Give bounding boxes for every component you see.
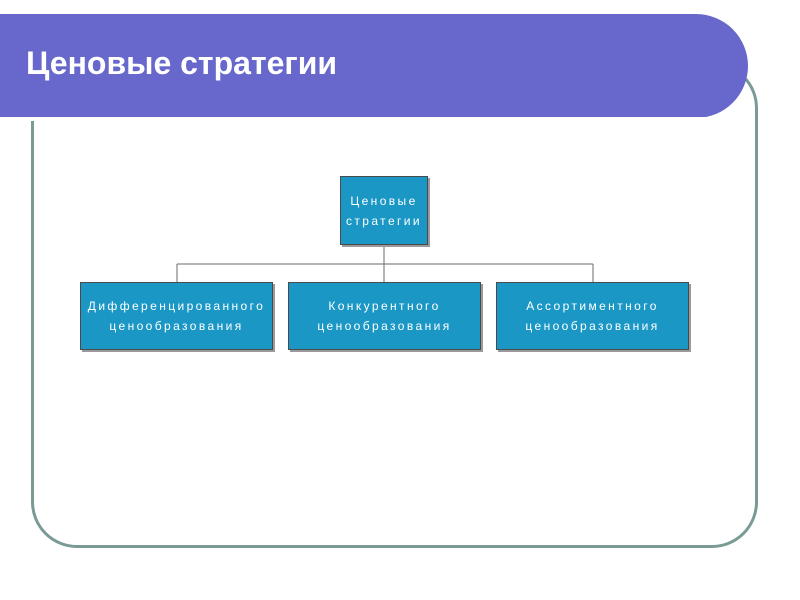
node-root-line-1: Ценовые [350, 193, 418, 208]
node-root-pricing-strategies: Ценовые стратегии [340, 176, 428, 245]
title-bar [0, 14, 748, 121]
node-root-line-2: стратегии [346, 213, 422, 228]
node-3-line-1: Ассортиментного [526, 299, 659, 313]
node-1-line-2: ценообразования [109, 319, 244, 333]
node-1-line-1: Дифференцированного [87, 299, 266, 313]
slide-title: Ценовые стратегии [26, 45, 338, 81]
title-underline [0, 117, 706, 121]
node-2-line-2: ценообразования [317, 319, 452, 333]
node-assortment-pricing: Ассортиментного ценообразования [496, 282, 689, 350]
node-differentiated-pricing: Дифференцированного ценообразования [80, 282, 273, 350]
node-3-line-2: ценообразования [525, 319, 660, 333]
node-competitive-pricing: Конкурентного ценообразования [288, 282, 481, 350]
node-2-line-1: Конкурентного [328, 299, 441, 313]
